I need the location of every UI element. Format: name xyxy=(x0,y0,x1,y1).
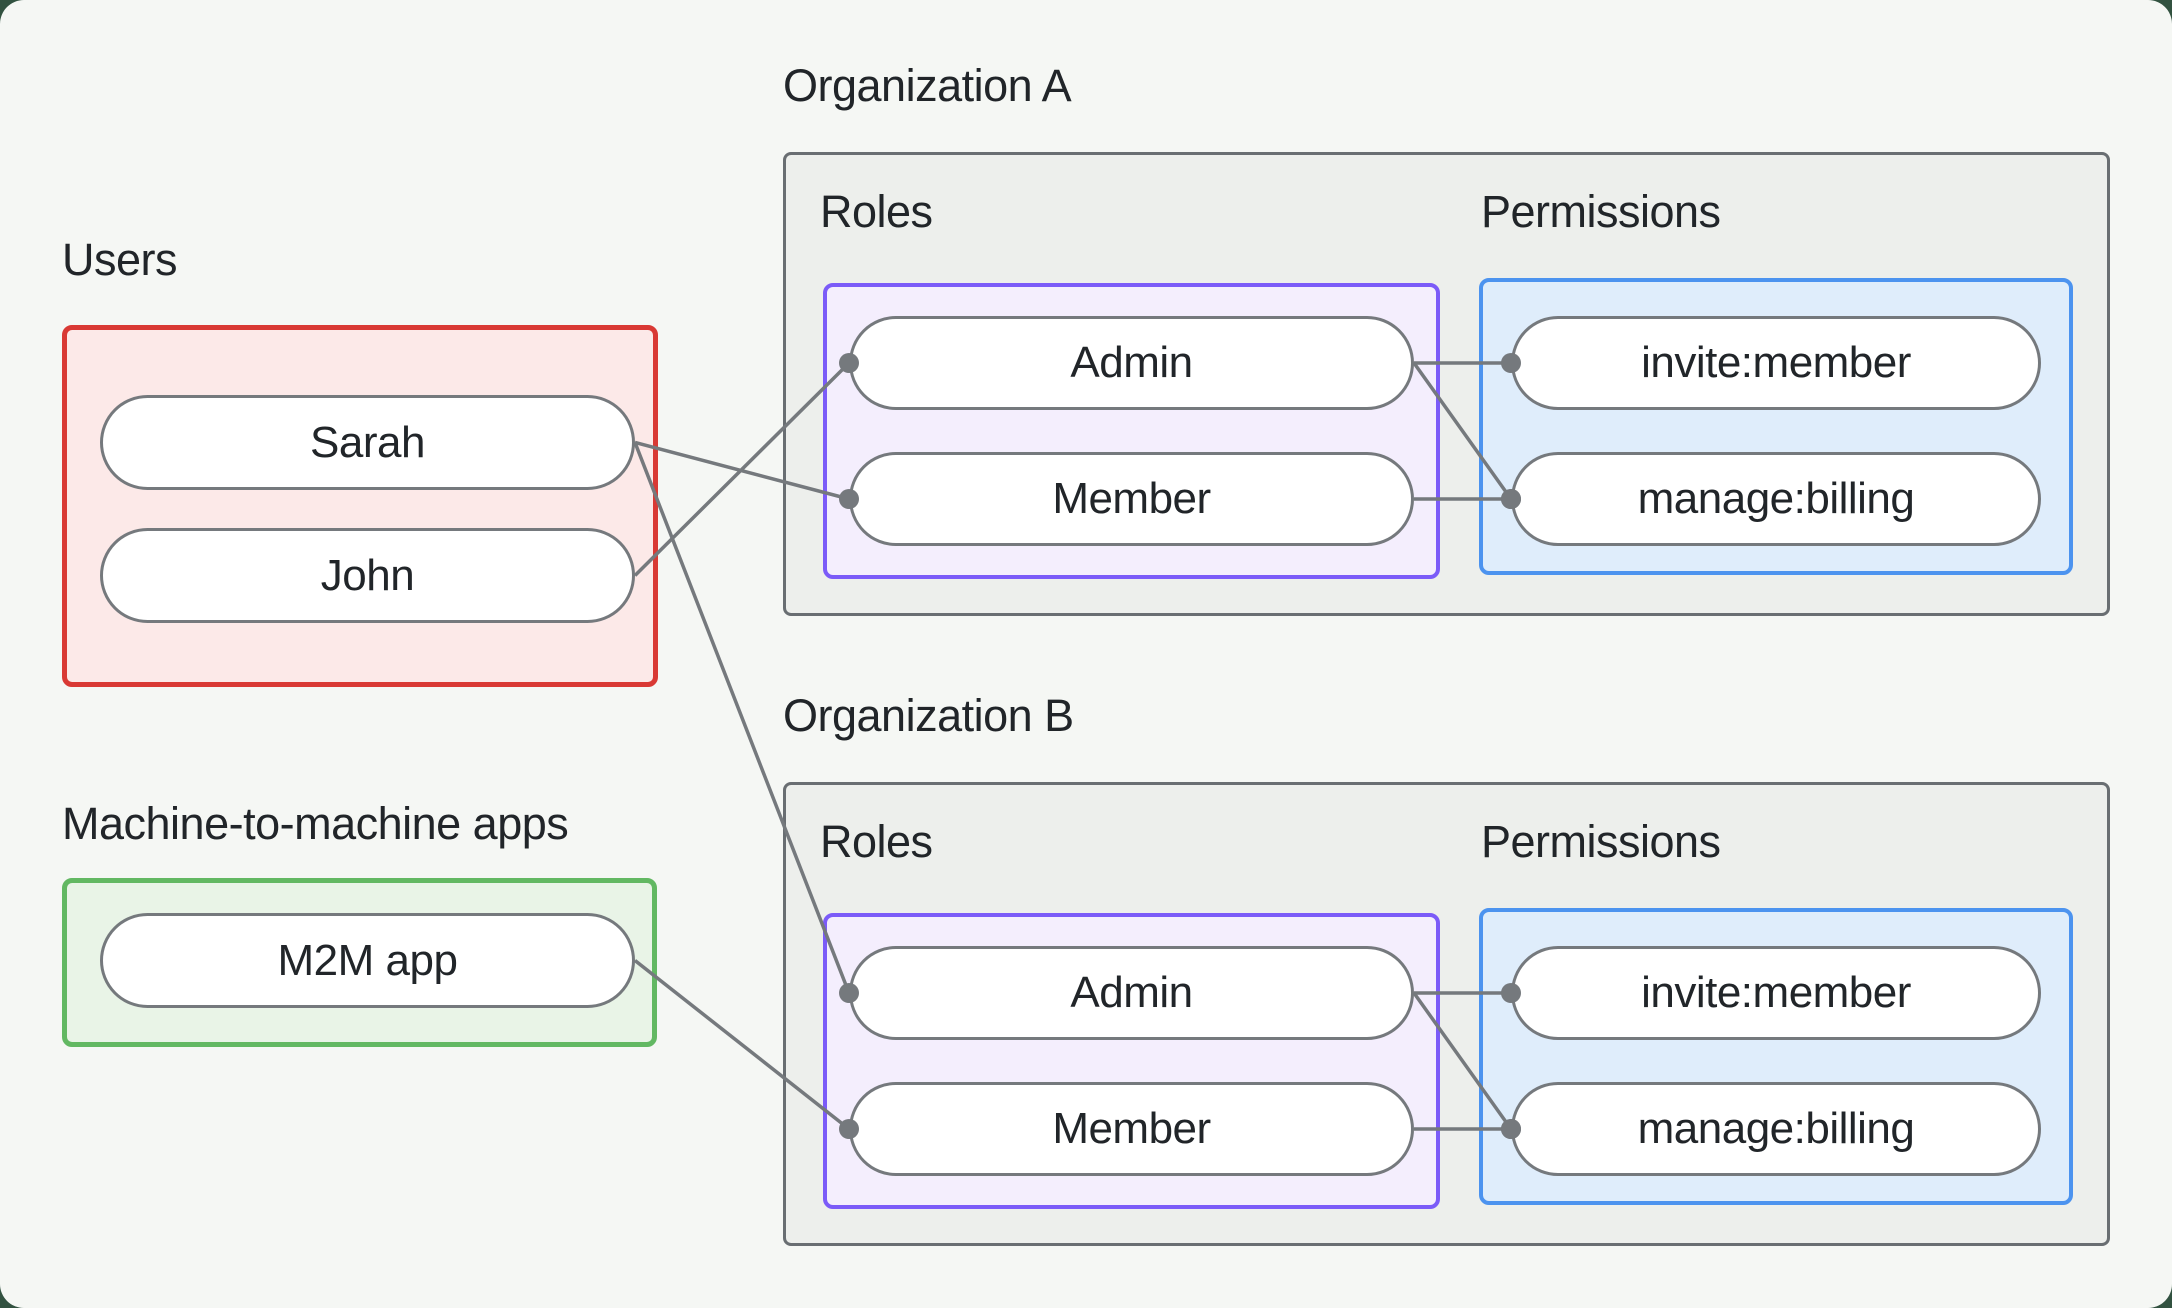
org-b-roles-label: Roles xyxy=(820,816,933,867)
org-a-role-node-admin: Admin xyxy=(849,316,1414,410)
org-b-role-member-label: Member xyxy=(1052,1104,1211,1153)
org-b-role-node-admin: Admin xyxy=(849,946,1414,1040)
org-b-permissions-box: invite:member manage:billing xyxy=(1479,908,2073,1205)
org-a-role-node-member: Member xyxy=(849,452,1414,546)
m2m-group-box: M2M app xyxy=(62,878,657,1047)
org-a-permission-invite-label: invite:member xyxy=(1641,338,1911,387)
users-group-box: Sarah John xyxy=(62,325,658,687)
org-b-permission-manage-label: manage:billing xyxy=(1637,1104,1915,1153)
org-a-roles-box: Admin Member xyxy=(823,283,1440,579)
org-a-permission-node-invite-member: invite:member xyxy=(1511,316,2041,410)
org-b-permission-invite-label: invite:member xyxy=(1641,968,1911,1017)
m2m-app-node: M2M app xyxy=(100,913,635,1008)
org-a-permission-node-manage-billing: manage:billing xyxy=(1511,452,2041,546)
org-a-role-member-label: Member xyxy=(1052,474,1211,523)
org-b-permission-node-manage-billing: manage:billing xyxy=(1511,1082,2041,1176)
org-b-roles-box: Admin Member xyxy=(823,913,1440,1209)
org-a-roles-label: Roles xyxy=(820,186,933,237)
org-a-permissions-box: invite:member manage:billing xyxy=(1479,278,2073,575)
user-node-sarah-label: Sarah xyxy=(310,417,425,467)
m2m-app-node-label: M2M app xyxy=(277,935,458,985)
org-b-permission-node-invite-member: invite:member xyxy=(1511,946,2041,1040)
user-node-john: John xyxy=(100,528,635,623)
org-b-title: Organization B xyxy=(783,690,1074,741)
org-a-permissions-label: Permissions xyxy=(1481,186,1721,237)
user-node-john-label: John xyxy=(320,550,415,600)
org-a-box: Roles Permissions Admin Member invite:me… xyxy=(783,152,2110,616)
org-a-role-admin-label: Admin xyxy=(1070,338,1193,387)
user-node-sarah: Sarah xyxy=(100,395,635,490)
org-b-box: Roles Permissions Admin Member invite:me… xyxy=(783,782,2110,1246)
org-a-permission-manage-label: manage:billing xyxy=(1637,474,1915,523)
org-a-title: Organization A xyxy=(783,60,1072,111)
org-b-role-node-member: Member xyxy=(849,1082,1414,1176)
users-section-label: Users xyxy=(62,234,178,285)
org-b-permissions-label: Permissions xyxy=(1481,816,1721,867)
org-b-role-admin-label: Admin xyxy=(1070,968,1193,1017)
m2m-section-label: Machine-to-machine apps xyxy=(62,798,569,849)
